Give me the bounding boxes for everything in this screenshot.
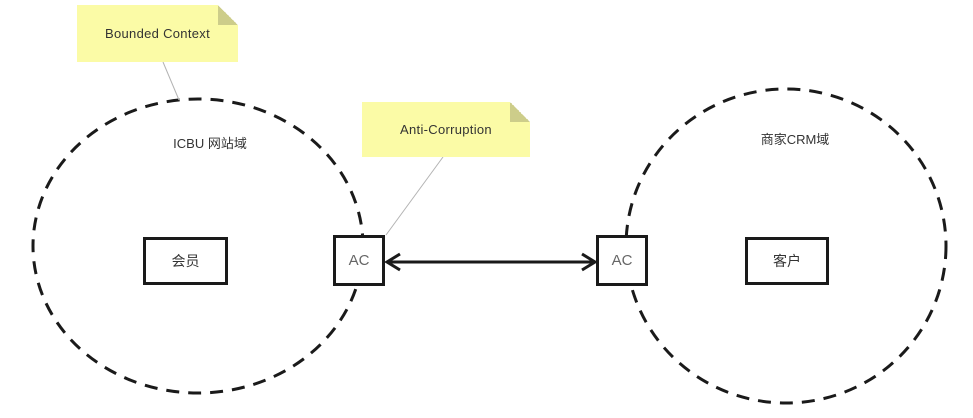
note-connector-bounded-context xyxy=(162,61,180,101)
entity-box-customer: 客户 xyxy=(745,237,829,285)
arrow-head-left-icon xyxy=(384,252,401,272)
context-label-icbu-site-domain: ICBU 网站域 xyxy=(173,136,247,151)
entity-box-member: 会员 xyxy=(143,237,228,285)
arrow-head-right-icon xyxy=(581,252,598,272)
context-label-merchant-crm-domain: 商家CRM域 xyxy=(760,132,830,147)
bounded-context-circle-right xyxy=(624,87,948,405)
ac-box-left: AC xyxy=(333,235,385,286)
note-fold-icon xyxy=(218,5,238,25)
ac-box-right: AC xyxy=(596,235,648,286)
bounded-context-note: Bounded Context xyxy=(77,5,238,62)
anti-corruption-note: Anti-Corruption xyxy=(362,102,530,157)
bounded-context-note-label: Bounded Context xyxy=(105,26,210,41)
note-connector-anti-corruption xyxy=(385,156,444,236)
anti-corruption-note-label: Anti-Corruption xyxy=(400,122,492,137)
note-fold-icon xyxy=(510,102,530,122)
bidirectional-arrow xyxy=(384,252,598,272)
